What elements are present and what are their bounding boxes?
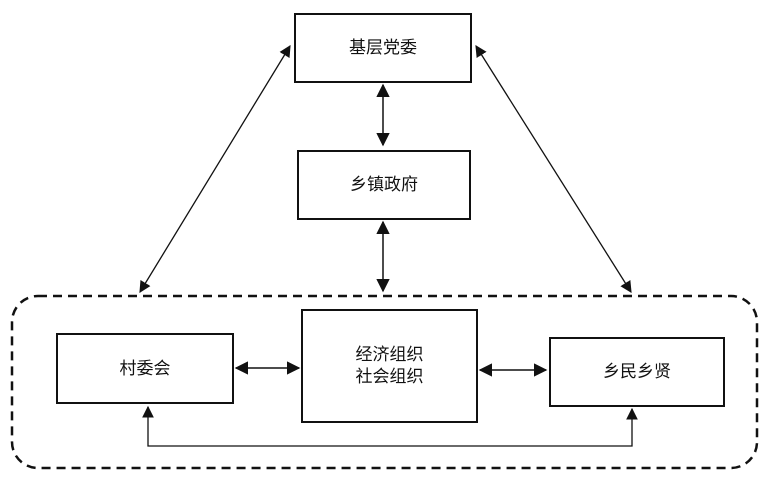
node-township-government-label: 乡镇政府 — [350, 175, 418, 195]
grassroots-dashed-boundary — [10, 294, 759, 470]
arrow-party-grassroots-right — [475, 45, 632, 293]
arrow-party-grassroots-left — [139, 45, 291, 293]
node-local-gentry: 乡民乡贤 — [549, 337, 725, 407]
node-village-committee-label: 村委会 — [119, 358, 171, 379]
node-township-government: 乡镇政府 — [297, 150, 471, 220]
arrow-village-gentry-bottom — [142, 405, 638, 447]
node-organizations: 经济组织 社会组织 — [301, 309, 478, 423]
node-organizations-line1: 经济组织 — [355, 345, 424, 365]
node-local-gentry-label: 乡民乡贤 — [603, 362, 671, 382]
node-organizations-line2: 社会组织 — [355, 367, 424, 387]
node-village-committee: 村委会 — [56, 333, 234, 404]
node-party-committee: 基层党委 — [294, 13, 472, 83]
node-party-committee-label: 基层党委 — [349, 38, 417, 58]
